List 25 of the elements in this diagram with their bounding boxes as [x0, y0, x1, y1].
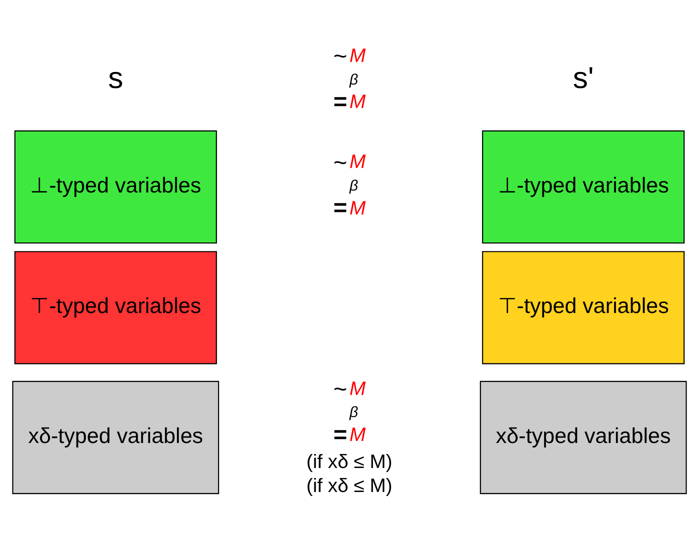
label: M: [350, 424, 366, 446]
label: M: [350, 150, 366, 173]
label: =: [333, 196, 348, 222]
node-box: ⊤-typed variables: [14, 251, 217, 364]
label: ~: [333, 150, 348, 176]
label: M: [350, 378, 366, 400]
label: M: [350, 197, 366, 220]
label: β: [350, 404, 358, 422]
label: s': [572, 62, 594, 96]
node-box: ⊤-typed variables: [482, 251, 685, 364]
node-box: xδ-typed variables: [480, 380, 687, 494]
label: (if xδ ≤ M): [306, 451, 392, 474]
label: β: [350, 177, 358, 194]
label: =: [333, 89, 348, 116]
label: s: [108, 62, 124, 96]
label: M: [350, 44, 366, 67]
label: =: [333, 422, 348, 448]
node-box: ⊥-typed variables: [14, 130, 217, 244]
node-box: ⊥-typed variables: [482, 130, 685, 244]
label: ~: [333, 44, 348, 70]
label: β: [350, 71, 358, 88]
label: (if xδ ≤ M): [306, 474, 392, 497]
label: M: [350, 91, 366, 114]
label: ~: [333, 377, 348, 404]
node-box: xδ-typed variables: [12, 380, 220, 494]
